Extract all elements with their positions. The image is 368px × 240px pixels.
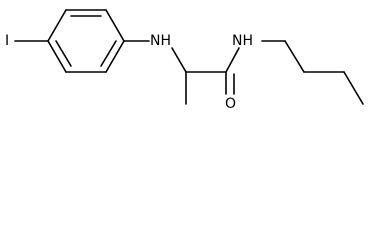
amide-nh-label: NH xyxy=(232,33,253,49)
ring-bond-5 xyxy=(47,9,67,42)
carbonyl-oxygen-label: O xyxy=(225,96,236,112)
ring-bond-4 xyxy=(47,40,67,73)
butyl-bond-1 xyxy=(284,40,305,73)
iodine-label: I xyxy=(5,33,9,49)
butyl-bond-3 xyxy=(343,71,364,105)
ring-bond-2 xyxy=(105,40,125,73)
ring-double-bond-left xyxy=(55,40,72,67)
benzene-ring xyxy=(47,9,125,73)
ring-double-bond-right xyxy=(100,40,117,67)
amine-nh-label: NH xyxy=(150,33,171,49)
bond-amine-to-alpha-carbon xyxy=(171,47,187,73)
chemical-structure-diagram: I NH NH O xyxy=(5,9,364,112)
bond-carbonyl-to-amide-n xyxy=(225,47,240,73)
ring-bond-1 xyxy=(105,9,125,42)
